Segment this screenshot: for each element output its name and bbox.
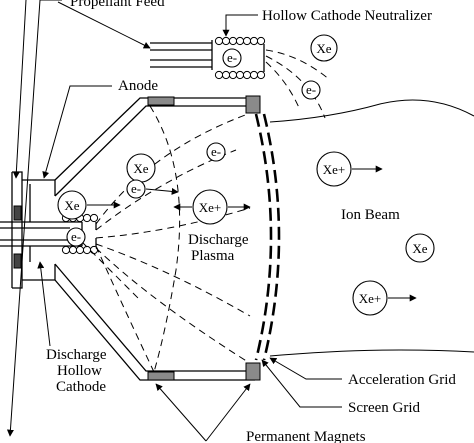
magnets-leader-1 [155, 383, 207, 442]
label-discharge-plasma-2: Plasma [191, 248, 235, 264]
xe-neutral-beam: Xe [405, 233, 435, 263]
magnet-bottom-right [245, 362, 261, 381]
anode-strip-bottom [147, 371, 175, 381]
anode-strip-top [147, 96, 175, 106]
neutralizer-plume [265, 49, 331, 119]
acceleration-grid-leader [269, 357, 342, 380]
label-hollow-cathode-neutralizer: Hollow Cathode Neutralizer [262, 8, 432, 24]
electron-cathode: e- [66, 227, 86, 247]
svg-text:e-: e- [71, 229, 81, 244]
svg-text:Xe+: Xe+ [199, 200, 222, 215]
xe-neutral-cathode: Xe [57, 190, 87, 220]
label-discharge-hollow-cathode-1: Discharge [46, 347, 107, 363]
svg-text:Xe: Xe [316, 41, 331, 56]
xe-ion-beam-1: Xe+ [316, 151, 352, 187]
svg-text:Xe+: Xe+ [359, 291, 382, 306]
propellant-feed-leader-2 [12, 0, 27, 179]
svg-text:Xe: Xe [64, 198, 79, 213]
xe-ion-beam-2: Xe+ [352, 280, 388, 316]
ion-beam-lower-edge [269, 349, 474, 357]
xe-neutral-chamber: Xe [126, 153, 156, 183]
svg-text:Xe: Xe [412, 241, 427, 256]
neutralizer-tube [150, 40, 213, 70]
label-screen-grid: Screen Grid [348, 400, 421, 416]
xe-neutral-neutralizer: Xe [310, 34, 338, 62]
label-acceleration-grid: Acceleration Grid [348, 372, 456, 388]
ion-beam-upper-edge [269, 99, 474, 123]
neutralizer-leader [222, 14, 258, 37]
screen-grid [254, 113, 273, 361]
label-discharge-hollow-cathode-2: Hollow [57, 363, 102, 379]
label-discharge-plasma-1: Discharge [188, 232, 249, 248]
anode-leader [42, 85, 112, 179]
label-propellant-feed: Propellant Feed [70, 0, 165, 10]
svg-text:e-: e- [227, 50, 237, 65]
electron-chamber-1: e- [126, 179, 146, 199]
svg-text:Xe: Xe [133, 161, 148, 176]
screen-grid-leader [261, 359, 342, 408]
magnetic-field-lines [81, 105, 251, 373]
magnet-top-right [245, 95, 261, 114]
electron-neutralizer-1: e- [222, 48, 242, 68]
neutralizer-coil [214, 36, 266, 80]
magnet-back-1 [13, 205, 22, 221]
label-anode: Anode [118, 78, 158, 94]
svg-text:Xe+: Xe+ [323, 162, 346, 177]
svg-text:e-: e- [306, 82, 316, 97]
label-permanent-magnets: Permanent Magnets [246, 429, 366, 443]
label-discharge-hollow-cathode-3: Cathode [56, 379, 106, 395]
propellant-feed-leader-3 [57, 1, 151, 49]
propellant-feed-leader-1 [6, 0, 62, 437]
acceleration-grid [262, 113, 281, 361]
electron-chamber-2: e- [206, 142, 226, 162]
electron-chamber-1-arrow [145, 187, 179, 195]
discharge-cathode-leader [37, 261, 51, 347]
magnet-back-2 [13, 253, 22, 269]
svg-text:e-: e- [131, 181, 141, 196]
thruster-body [11, 97, 255, 381]
svg-text:e-: e- [211, 144, 221, 159]
electron-neutralizer-2: e- [301, 80, 321, 100]
label-ion-beam: Ion Beam [341, 207, 400, 223]
xe-ion-chamber: Xe+ [192, 189, 228, 225]
magnets-leader-2 [205, 383, 251, 442]
